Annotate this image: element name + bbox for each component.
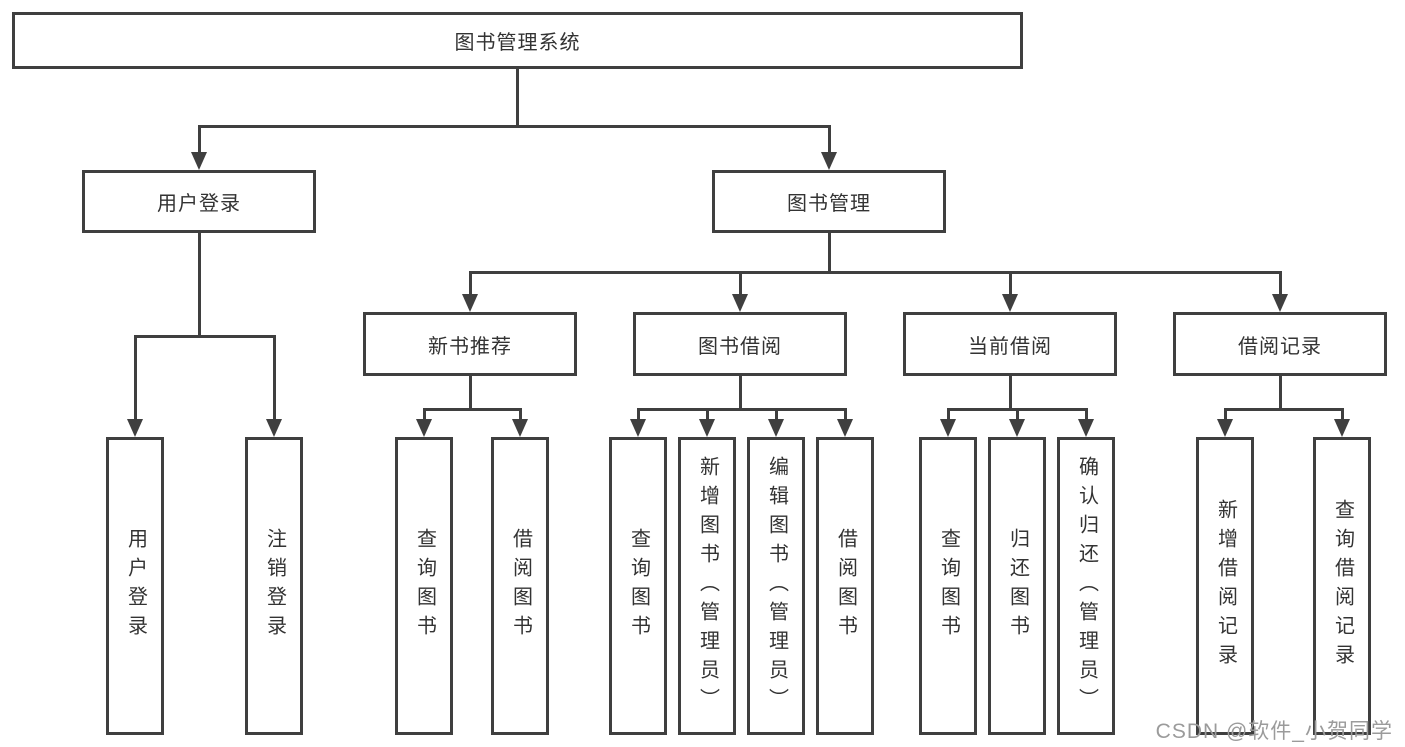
- arrow-down-icon: [1078, 419, 1094, 437]
- arrow-down-icon: [699, 419, 715, 437]
- edge-line: [198, 125, 831, 128]
- edge-line: [1085, 408, 1088, 422]
- node-label: 编辑图书（管理员）: [765, 455, 788, 717]
- node-label: 归还图书: [1006, 528, 1029, 644]
- arrow-down-icon: [512, 419, 528, 437]
- edge-line: [469, 376, 472, 408]
- leaf-query-borrow-record: 查询借阅记录: [1313, 437, 1371, 735]
- node-label: 查询借阅记录: [1331, 499, 1354, 673]
- edge-line: [1279, 271, 1282, 296]
- edge-line: [739, 376, 742, 408]
- node-label: 注销登录: [263, 528, 286, 644]
- edge-line: [775, 408, 778, 422]
- leaf-logout: 注销登录: [245, 437, 303, 735]
- leaf-user-login: 用户登录: [106, 437, 164, 735]
- arrow-down-icon: [462, 294, 478, 312]
- edge-line: [828, 125, 831, 154]
- edge-line: [637, 408, 847, 411]
- leaf-borrow-books-borrowing: 借阅图书: [816, 437, 874, 735]
- node-label: 图书管理系统: [454, 32, 581, 54]
- edge-line: [739, 271, 742, 296]
- edge-line: [1224, 408, 1344, 411]
- node-label: 当前借阅: [968, 335, 1052, 358]
- edge-line: [469, 271, 1281, 274]
- edge-line: [134, 335, 137, 421]
- node-label: 新增借阅记录: [1214, 499, 1237, 673]
- edge-line: [198, 125, 201, 154]
- node-label: 用户登录: [157, 193, 241, 215]
- arrow-down-icon: [837, 419, 853, 437]
- leaf-add-books-admin: 新增图书（管理员）: [678, 437, 736, 735]
- node-current-borrowing: 当前借阅: [903, 312, 1117, 376]
- arrow-down-icon: [266, 419, 282, 437]
- leaf-borrow-books-recommend: 借阅图书: [491, 437, 549, 735]
- node-user-login: 用户登录: [82, 170, 316, 233]
- node-label: 借阅记录: [1238, 335, 1322, 358]
- node-borrowing-records: 借阅记录: [1173, 312, 1387, 376]
- edge-line: [423, 408, 522, 411]
- node-label: 用户登录: [124, 528, 147, 644]
- edge-line: [637, 408, 640, 422]
- node-label: 借阅图书: [834, 528, 857, 644]
- edge-line: [198, 233, 201, 335]
- csdn-watermark: CSDN @软件_小贺同学: [1155, 720, 1393, 743]
- edge-line: [423, 408, 426, 422]
- edge-line: [1279, 376, 1282, 408]
- arrow-down-icon: [1217, 419, 1233, 437]
- edge-line: [134, 335, 276, 338]
- leaf-confirm-return-admin: 确认归还（管理员）: [1057, 437, 1115, 735]
- node-label: 确认归还（管理员）: [1075, 455, 1098, 717]
- edge-line: [844, 408, 847, 422]
- arrow-down-icon: [940, 419, 956, 437]
- leaf-query-books-current: 查询图书: [919, 437, 977, 735]
- node-label: 新书推荐: [428, 335, 512, 358]
- arrow-down-icon: [1334, 419, 1350, 437]
- edge-line: [516, 69, 519, 125]
- edge-line: [273, 335, 276, 421]
- leaf-query-books-borrowing: 查询图书: [609, 437, 667, 735]
- edge-line: [947, 408, 950, 422]
- node-book-borrowing: 图书借阅: [633, 312, 847, 376]
- arrow-down-icon: [821, 152, 837, 170]
- leaf-query-books-recommend: 查询图书: [395, 437, 453, 735]
- edge-line: [1224, 408, 1227, 422]
- arrow-down-icon: [191, 152, 207, 170]
- edge-line: [828, 233, 831, 271]
- arrow-down-icon: [768, 419, 784, 437]
- node-book-management: 图书管理: [712, 170, 946, 233]
- edge-line: [469, 271, 472, 296]
- node-label: 查询图书: [413, 528, 436, 644]
- edge-line: [1009, 271, 1012, 296]
- edge-line: [519, 408, 522, 422]
- node-label: 图书管理: [787, 193, 871, 215]
- node-new-book-recommendation: 新书推荐: [363, 312, 577, 376]
- arrow-down-icon: [1002, 294, 1018, 312]
- arrow-down-icon: [1272, 294, 1288, 312]
- edge-line: [1009, 376, 1012, 408]
- edge-line: [1341, 408, 1344, 422]
- leaf-return-books: 归还图书: [988, 437, 1046, 735]
- edge-line: [1016, 408, 1019, 422]
- node-label: 图书借阅: [698, 335, 782, 358]
- arrow-down-icon: [416, 419, 432, 437]
- node-label: 查询图书: [937, 528, 960, 644]
- arrow-down-icon: [630, 419, 646, 437]
- leaf-edit-books-admin: 编辑图书（管理员）: [747, 437, 805, 735]
- arrow-down-icon: [1009, 419, 1025, 437]
- node-root-library-management-system: 图书管理系统: [12, 12, 1023, 69]
- edge-line: [706, 408, 709, 422]
- node-label: 查询图书: [627, 528, 650, 644]
- node-label: 借阅图书: [509, 528, 532, 644]
- arrow-down-icon: [732, 294, 748, 312]
- node-label: 新增图书（管理员）: [696, 455, 719, 717]
- leaf-add-borrow-record: 新增借阅记录: [1196, 437, 1254, 735]
- arrow-down-icon: [127, 419, 143, 437]
